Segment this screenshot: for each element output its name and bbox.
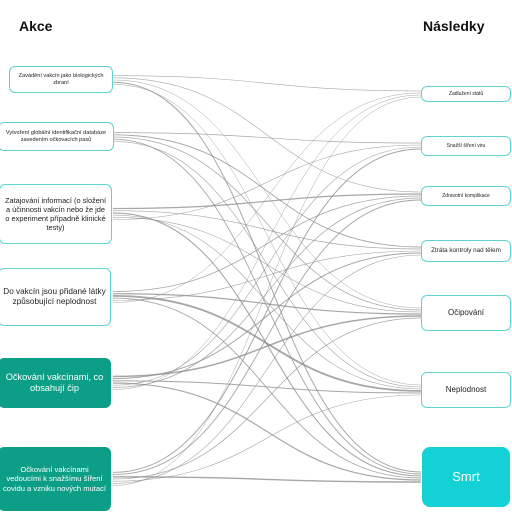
link-6-to-4 [112,254,422,484]
consequence-node-loss-of-body-control[interactable]: Ztráta kontroly nad tělem [421,240,511,262]
link-2-to-7 [112,138,422,475]
link-4-to-3 [112,195,422,292]
consequence-node-label: Očipování [447,308,485,317]
link-5-to-6 [112,380,422,394]
link-6-to-6 [112,394,422,482]
link-4-to-6 [112,295,422,392]
consequence-node-chipping[interactable]: Očipování [421,295,511,331]
consequence-node-label: Neplodnost [445,385,487,394]
link-4-to-7 [112,297,422,479]
link-5-to-2 [112,146,422,386]
action-node-label: Očkování vakcínami vedoucími k snažšímu … [3,464,106,493]
actions-column-title: Akce [19,18,53,34]
link-4-to-1 [112,92,422,303]
link-1-to-5 [112,79,422,309]
action-node-vaccination-passports[interactable]: Vytvoření globální identifikační databáz… [0,122,114,151]
consequence-node-death[interactable]: Smrt [422,447,510,507]
consequence-node-label: Smrt [452,468,480,484]
link-5-to-4 [112,252,422,380]
consequence-node-infertility[interactable]: Neplodnost [421,372,511,408]
action-node-label: Vytvoření globální identifikační databáz… [5,129,107,143]
link-3-to-3 [112,193,422,210]
consequence-node-label: Zdravotní komplikace [442,192,490,199]
link-6-to-1 [112,96,422,486]
link-5-to-3 [112,197,422,388]
link-5-to-7 [112,382,422,481]
consequence-node-state-debt[interactable]: Zadlužení států [421,86,511,102]
link-6-to-7 [112,476,422,483]
consequence-node-health-complications[interactable]: Zdravotní komplikace [421,186,511,206]
link-2-to-4 [112,134,422,248]
link-5-to-1 [112,94,422,390]
link-1-to-7 [112,81,422,473]
link-2-to-5 [112,136,422,311]
action-node-label: Očkování vakcínami, co obsahují čip [5,371,104,394]
link-3-to-5 [112,217,422,313]
link-1-to-1 [112,75,422,92]
link-6-to-3 [112,199,422,476]
link-2-to-6 [112,141,422,388]
consequence-node-label: Snažší šíření viru [446,142,486,149]
action-node-biological-weapons[interactable]: Zavádění vakcín jako biologických zbraní [9,66,113,93]
action-node-withholding-information[interactable]: Zatajování informací (o složení a účinno… [0,184,112,244]
link-1-to-6 [112,84,422,386]
link-3-to-6 [112,214,422,390]
consequence-node-label: Ztráta kontroly nad tělem [431,247,501,255]
link-3-to-4 [112,210,422,250]
link-2-to-2 [112,132,422,144]
action-node-mutation-vaccination[interactable]: Očkování vakcínami vedoucími k snažšímu … [0,447,111,511]
action-node-label: Zavádění vakcín jako biologických zbraní [18,72,104,86]
link-3-to-2 [112,144,422,220]
action-node-chip-vaccination[interactable]: Očkování vakcínami, co obsahují čip [0,358,111,408]
action-node-label: Do vakcín jsou přidané látky způsobující… [3,286,106,306]
action-node-infertility-substances[interactable]: Do vakcín jsou přidané látky způsobující… [0,268,111,326]
action-node-label: Zatajování informací (o složení a účinno… [4,195,107,233]
consequence-node-label: Zadlužení států [448,90,484,97]
consequence-node-easier-spread[interactable]: Snažší šíření viru [421,136,511,156]
consequences-column-title: Následky [423,18,485,34]
link-1-to-3 [112,77,422,193]
link-4-to-4 [112,250,422,301]
link-4-to-5 [112,293,422,315]
link-6-to-5 [112,317,422,480]
link-5-to-5 [112,315,422,378]
link-6-to-2 [112,148,422,473]
